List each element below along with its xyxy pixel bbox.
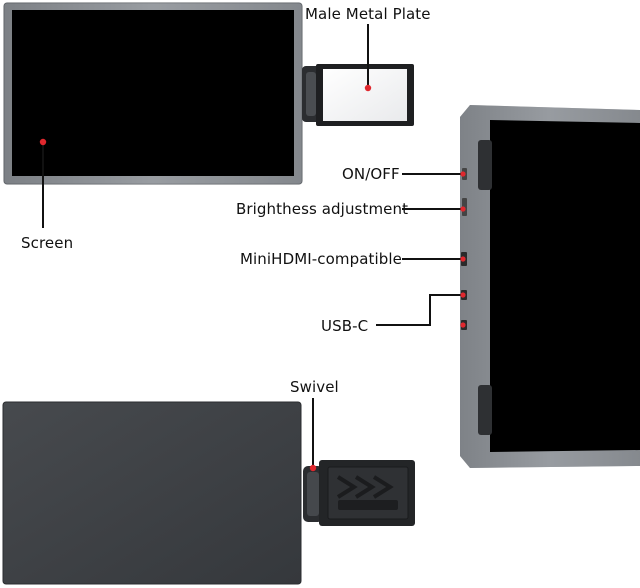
leader-lines xyxy=(42,24,462,468)
front-screen xyxy=(12,10,294,176)
dot-usb-c-1 xyxy=(460,292,466,298)
label-brightness: Brighthess adjustment xyxy=(236,200,409,218)
male-metal-plate xyxy=(323,69,407,121)
metal-plate-assembly xyxy=(302,64,414,126)
side-screen xyxy=(490,120,640,452)
front-monitor xyxy=(3,2,303,185)
back-monitor xyxy=(2,401,302,585)
side-monitor xyxy=(460,105,640,468)
label-swivel: Swivel xyxy=(290,378,339,396)
label-male-metal-plate: Male Metal Plate xyxy=(305,5,431,23)
leader-usb-c xyxy=(376,294,462,326)
dot-male-metal-plate xyxy=(364,84,372,92)
dot-screen xyxy=(39,138,47,146)
dot-usb-c-2 xyxy=(460,322,466,328)
label-on-off: ON/OFF xyxy=(342,165,400,183)
dot-swivel xyxy=(309,464,317,472)
dot-minihdmi xyxy=(460,256,466,262)
swivel-stand xyxy=(303,460,415,526)
dot-brightness xyxy=(460,206,466,212)
pointer-dots xyxy=(39,84,466,472)
label-screen: Screen xyxy=(21,234,74,252)
label-minihdmi: MiniHDMI-compatible xyxy=(240,250,403,268)
dot-on-off xyxy=(460,171,466,177)
label-usb-c: USB-C xyxy=(321,317,369,335)
